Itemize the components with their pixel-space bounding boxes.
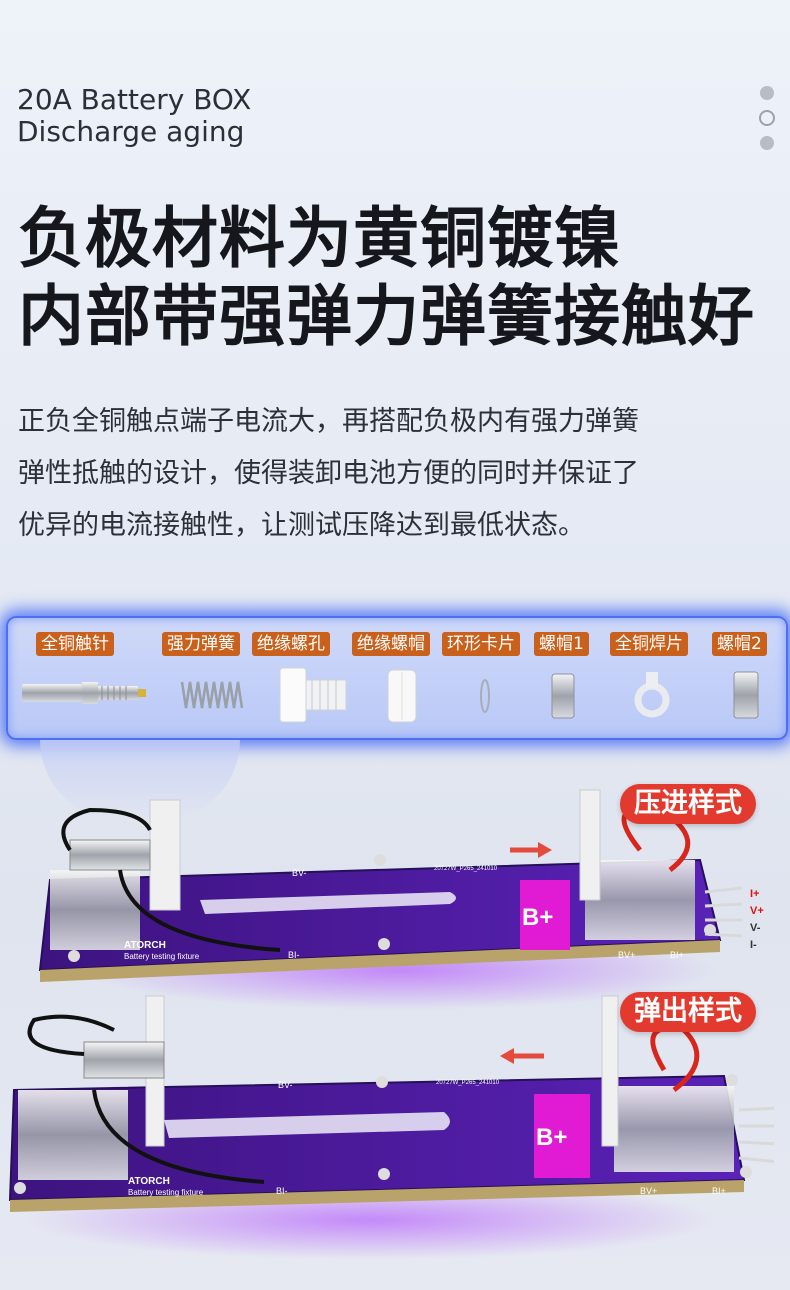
header-line-1: 20A Battery BOX: [17, 83, 252, 116]
spring-image: [180, 681, 244, 709]
pin-label: V-: [750, 922, 761, 934]
part-label-insulated-hole: 绝缘螺孔: [252, 632, 330, 656]
board-model: 20727W_P265_241010: [436, 1080, 500, 1086]
description: 正负全铜触点端子电流大，再搭配负极内有强力弹簧 弹性抵触的设计，使得装卸电池方便…: [18, 396, 738, 552]
bv-plus-label: BV+: [640, 1186, 658, 1196]
bplus-label: B+: [522, 904, 554, 931]
brand-label: ATORCH: [124, 940, 166, 951]
part-label-spring: 强力弹簧: [162, 632, 240, 656]
insulated-nut-image: [387, 669, 417, 723]
page-title: 负极材料为黄铜镀镍 内部带强弹力弹簧接触好: [18, 200, 755, 356]
pin-label: I+: [750, 888, 760, 900]
nut-1-image: [551, 673, 575, 719]
part-label-nut-2: 螺帽2: [712, 632, 767, 656]
description-line: 正负全铜触点端子电流大，再搭配负极内有强力弹簧: [18, 406, 639, 437]
page-dot[interactable]: [760, 136, 774, 150]
copper-pin-image: [22, 682, 146, 704]
pin-label: V+: [750, 905, 764, 917]
part-label-copper-pin: 全铜触针: [36, 632, 114, 656]
brand-subtitle: Battery testing fixture: [124, 952, 200, 961]
bv-minus-label: BV-: [292, 868, 307, 878]
part-label-solder-lug: 全铜焊片: [610, 632, 688, 656]
header-line-2: Discharge aging: [17, 115, 245, 148]
part-label-insulated-nut: 绝缘螺帽: [352, 632, 430, 656]
description-line: 弹性抵触的设计，使得装卸电池方便的同时并保证了: [18, 458, 639, 489]
header-text: 20A Battery BOX Discharge aging: [17, 84, 251, 148]
pin-label: I-: [750, 939, 757, 951]
press-mode-badge: 压进样式: [620, 784, 756, 824]
part-label-nut-1: 螺帽1: [534, 632, 589, 656]
solder-lug-image: [634, 672, 670, 718]
pin-labels: I+ V+ V- I-: [750, 886, 764, 954]
part-label-ring-clip: 环形卡片: [442, 632, 520, 656]
board-model: 20727W_P265_241010: [434, 866, 498, 872]
brand-label: ATORCH: [128, 1176, 170, 1187]
page-dot[interactable]: [760, 86, 774, 100]
bplus-label: B+: [536, 1124, 568, 1151]
eject-mode-badge: 弹出样式: [620, 992, 756, 1032]
bv-plus-label: BV+: [618, 950, 636, 960]
bi-minus-label: BI-: [276, 1186, 288, 1196]
bi-plus-label: BI+: [712, 1186, 726, 1196]
fixture-eject-image: [8, 995, 774, 1212]
description-line: 优异的电流接触性，让测试压降达到最低状态。: [18, 510, 585, 541]
page-indicator[interactable]: [758, 86, 776, 160]
fixture-press-image: [38, 789, 743, 982]
bi-minus-label: BI-: [288, 950, 300, 960]
title-line-1: 负极材料为黄铜镀镍: [18, 200, 621, 277]
page-dot-active[interactable]: [759, 110, 775, 126]
ring-clip-image: [480, 679, 490, 713]
parts-panel: 全铜触针 强力弹簧 绝缘螺孔 绝缘螺帽 环形卡片 螺帽1 全铜焊片 螺帽2: [6, 616, 788, 740]
insulated-hole-image: [279, 667, 347, 723]
brand-subtitle: Battery testing fixture: [128, 1188, 204, 1197]
bi-plus-label: BI+: [670, 950, 684, 960]
title-line-2: 内部带强弹力弹簧接触好: [18, 278, 755, 355]
nut-2-image: [733, 671, 759, 719]
bv-minus-label: BV-: [278, 1080, 293, 1090]
